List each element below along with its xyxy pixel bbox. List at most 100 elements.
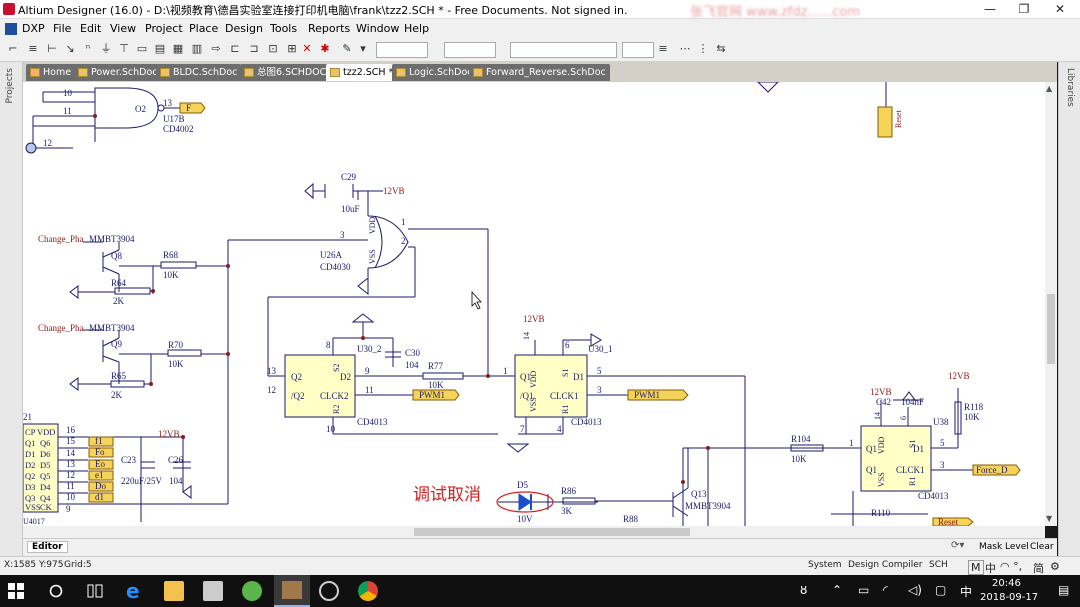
ime-mode-icon[interactable]: M (968, 560, 984, 575)
filter-combo-1[interactable] (376, 42, 428, 58)
ime-settings-icon[interactable]: ⚙ (1050, 560, 1060, 573)
wire-tool-icon[interactable]: ⌐ (8, 42, 18, 55)
net-label: PWM1 (634, 390, 660, 400)
edge-browser-icon[interactable]: e (126, 579, 140, 603)
label: C29 (341, 172, 357, 182)
device-sheet-icon[interactable]: ▥ (191, 42, 203, 55)
libraries-panel-strip[interactable]: Libraries (1058, 62, 1080, 556)
ime-simplified-label[interactable]: 简 (1033, 562, 1044, 575)
menu-edit[interactable]: Edit (80, 22, 102, 35)
harness-entry-icon[interactable]: ⊐ (249, 42, 259, 55)
tab-bldc[interactable]: BLDC.SchDoc * (156, 64, 245, 81)
calculator-icon[interactable] (203, 581, 223, 601)
windows-start-icon[interactable] (8, 583, 24, 599)
restore-button[interactable]: ❐ (1018, 2, 1030, 16)
schematic-canvas[interactable]: 10 11 12 13 O2 U17B CD4002 F C29 10uF 12… (23, 82, 1045, 526)
align-icon[interactable]: ≡ (658, 42, 668, 55)
search-icon[interactable] (49, 584, 63, 598)
menu-dxp[interactable]: DXP (22, 22, 45, 35)
scroll-thumb[interactable] (1047, 294, 1055, 364)
people-icon[interactable]: ȣ (800, 583, 808, 597)
label: Q13 (691, 489, 707, 499)
volume-icon[interactable]: ◁) (908, 583, 922, 597)
notification-icon[interactable]: ▤ (1058, 583, 1070, 597)
schematic-drawing[interactable]: 10 11 12 13 O2 U17B CD4002 F C29 10uF 12… (23, 82, 1045, 526)
menu-file[interactable]: File (53, 22, 72, 35)
menu-tools[interactable]: Tools (270, 22, 298, 35)
status-sch-button[interactable]: SCH (929, 560, 948, 570)
task-view-icon[interactable] (87, 584, 103, 598)
label: Q6 (40, 438, 50, 448)
menu-place[interactable]: Place (189, 22, 219, 35)
net-label-icon[interactable]: ⁿ (85, 42, 91, 55)
swap-icon[interactable]: ⇆ (716, 42, 726, 55)
signal-harness-icon[interactable]: ⊢ (47, 42, 57, 55)
harness-icon[interactable]: ⊞ (287, 42, 297, 55)
scroll-thumb[interactable] (414, 528, 690, 536)
close-button[interactable]: ✕ (1054, 2, 1066, 16)
menu-reports[interactable]: Reports (308, 22, 351, 35)
menu-project[interactable]: Project (145, 22, 183, 35)
ime-taskbar-label[interactable]: 中 (960, 585, 973, 599)
label: 11 (63, 106, 72, 116)
minimize-button[interactable]: — (984, 2, 996, 16)
vcc-port-icon[interactable]: ⊤ (119, 42, 129, 55)
app-green-icon[interactable] (242, 581, 262, 601)
wifi-icon[interactable]: ◜ (883, 583, 888, 597)
pen-tool-icon[interactable]: ✎ (342, 42, 352, 55)
tab-home[interactable]: Home (26, 64, 87, 81)
vertical-scrollbar[interactable]: ▲ ▼ (1045, 82, 1057, 526)
menu-view[interactable]: View (110, 22, 137, 35)
scroll-up-icon[interactable]: ▲ (1046, 84, 1053, 93)
horizontal-scrollbar[interactable] (23, 526, 1045, 538)
filter-combo-4[interactable] (622, 42, 654, 58)
label: R86 (561, 486, 577, 496)
libraries-panel-label[interactable]: Libraries (1065, 68, 1075, 107)
clear-button[interactable]: Clear (1030, 542, 1054, 552)
network-icon[interactable]: ▭ (858, 583, 870, 597)
tab-forward-reverse[interactable]: Forward_Reverse.SchDoc (469, 64, 610, 81)
ime-chinese-label[interactable]: 中 (985, 562, 996, 575)
altium-taskbar-button[interactable] (274, 575, 310, 607)
filter-combo-3[interactable] (510, 42, 617, 58)
chrome-browser-icon[interactable] (358, 581, 378, 601)
no-erc-icon[interactable]: ✕ (302, 42, 312, 55)
tab-tzz2[interactable]: tzz2.SCH * (326, 64, 406, 81)
bus-tool-icon[interactable]: ≡ (28, 42, 38, 55)
port-icon[interactable]: ⇨ (211, 42, 221, 55)
tab-logic[interactable]: Logic.SchDoc (392, 64, 472, 81)
mask-level-button[interactable]: Mask Level (979, 542, 1029, 552)
ime-punct-icon[interactable]: ◠ °, (1000, 560, 1023, 573)
projects-panel-strip[interactable]: Projects (0, 62, 23, 556)
status-design-compiler-button[interactable]: Design Compiler (848, 560, 923, 570)
distribute-icon[interactable]: ⋯ (679, 42, 691, 55)
status-system-button[interactable]: System (808, 560, 842, 570)
clock-date[interactable]: 2018-09-17 (980, 592, 1039, 603)
filter-menu-icon[interactable]: ⟳▾ (951, 540, 965, 551)
scroll-down-icon[interactable]: ▼ (1046, 514, 1053, 523)
monitor-icon[interactable]: ▢ (935, 583, 947, 597)
sheet-entry-icon[interactable]: ▦ (172, 42, 184, 55)
dropdown-arrow-icon[interactable]: ▾ (360, 42, 366, 55)
gnd-port-icon[interactable]: ⏚ (100, 42, 112, 55)
tray-expand-icon[interactable]: ⌃ (832, 583, 843, 597)
bus-entry-icon[interactable]: ↘ (65, 42, 75, 55)
menu-design[interactable]: Design (225, 22, 263, 35)
sheet-symbol-icon[interactable]: ▤ (154, 42, 166, 55)
compile-mask-icon[interactable]: ✱ (320, 42, 330, 55)
clock-time[interactable]: 20:46 (992, 578, 1021, 589)
projects-panel-label[interactable]: Projects (5, 68, 15, 104)
editor-tab[interactable]: Editor (27, 541, 68, 553)
harness-connector-icon[interactable]: ⊏ (230, 42, 240, 55)
menu-help[interactable]: Help (404, 22, 430, 35)
spacing-icon[interactable]: ⋮ (697, 42, 709, 55)
tab-zongtu[interactable]: 总图6.SCHDOC (240, 64, 333, 81)
app-circle-icon[interactable] (319, 581, 339, 601)
menu-window[interactable]: Window (356, 22, 400, 35)
tab-power[interactable]: Power.SchDoc (74, 64, 159, 81)
label: VSS (877, 472, 886, 487)
port-entry-icon[interactable]: ⊡ (268, 42, 278, 55)
part-icon[interactable]: ▭ (136, 42, 148, 55)
filter-combo-2[interactable] (444, 42, 496, 58)
file-explorer-icon[interactable] (164, 581, 184, 601)
